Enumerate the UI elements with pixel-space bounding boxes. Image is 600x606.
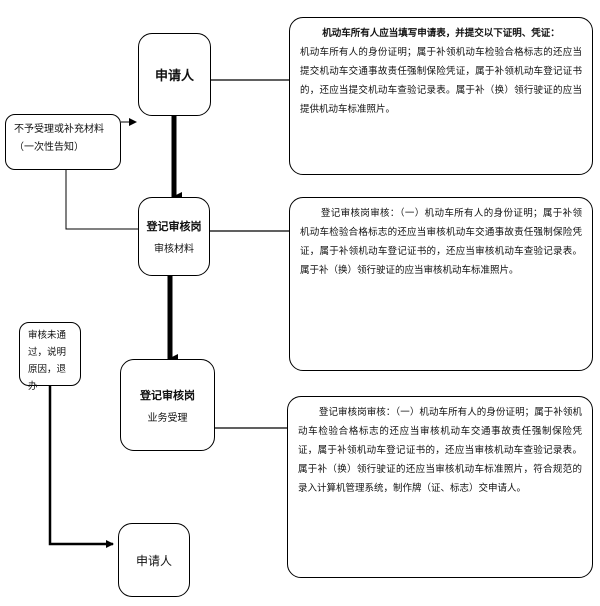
note-required-documents-heading: 机动车所有人应当填写申请表，并提交以下证明、凭证：: [322, 28, 560, 39]
note-review-acceptance: 登记审核岗审核：（一）机动车所有人的身份证明；属于补领机动车检验合格标志的还应当…: [287, 396, 593, 578]
not-passed-box-text: 审核未通过，说明原因，退办: [28, 330, 67, 392]
node-applicant-bottom-label: 申请人: [135, 553, 172, 568]
note-required-documents: 机动车所有人应当填写申请表，并提交以下证明、凭证： 机动车所有人的身份证明；属于…: [289, 17, 593, 175]
line-review1-to-reject: [65, 170, 138, 230]
node-review-acceptance-label: 登记审核岗: [140, 388, 195, 402]
node-review-materials: 登记审核岗 审核材料: [138, 197, 210, 276]
node-review-materials-sub: 审核材料: [154, 244, 194, 255]
node-review-acceptance: 登记审核岗 业务受理: [120, 359, 215, 451]
note-review-materials-body: 登记审核岗审核：（一）机动车所有人的身份证明；属于补领机动车检验合格标志的还应当…: [300, 208, 582, 276]
note-review-materials: 登记审核岗审核：（一）机动车所有人的身份证明；属于补领机动车检验合格标志的还应当…: [289, 197, 593, 371]
note-review-acceptance-body: 登记审核岗审核：（一）机动车所有人的身份证明；属于补领机动车检验合格标志的还应当…: [298, 407, 582, 494]
arrow-review2-to-applicant: [48, 386, 114, 548]
node-applicant-top-label: 申请人: [154, 69, 194, 84]
reject-box-text: 不予受理或补充材料（一次性告知）: [14, 124, 104, 153]
not-passed-box: 审核未通过，说明原因，退办: [19, 322, 81, 392]
reject-box: 不予受理或补充材料（一次性告知）: [5, 114, 121, 170]
node-review-materials-label: 登记审核岗: [146, 220, 202, 233]
node-applicant-top: 申请人: [138, 33, 211, 116]
node-review-acceptance-sub: 业务受理: [147, 412, 188, 424]
node-applicant-bottom: 申请人: [118, 523, 190, 597]
note-required-documents-body: 机动车所有人的身份证明；属于补领机动车检验合格标志的还应当提交机动车交通事故责任…: [300, 47, 582, 115]
